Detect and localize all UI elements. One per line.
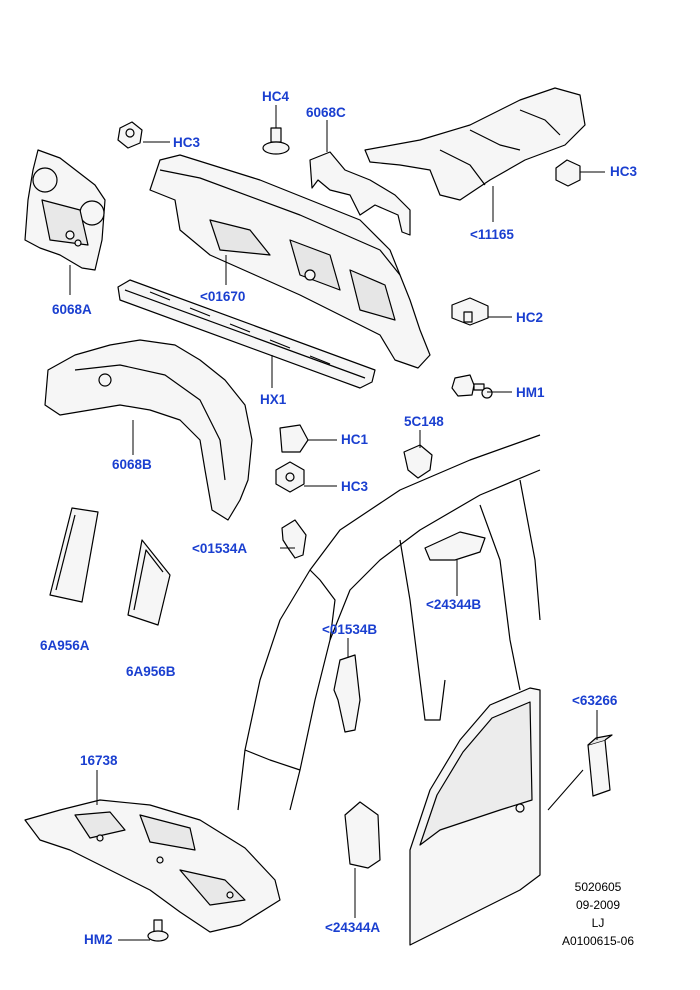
callout-11165[interactable]: <11165 <box>470 227 514 242</box>
part-hc3-top[interactable] <box>117 121 143 149</box>
callout-hc4[interactable]: HC4 <box>262 89 290 104</box>
part-hc2[interactable] <box>451 297 489 326</box>
part-hc1[interactable] <box>279 424 309 453</box>
callout-6a956a[interactable]: 6A956A <box>40 638 90 653</box>
callout-hc1[interactable]: HC1 <box>341 432 369 447</box>
part-hc4[interactable] <box>262 127 290 155</box>
callout-hc3-top[interactable]: HC3 <box>173 135 201 150</box>
part-24344a[interactable] <box>344 801 381 869</box>
callout-hc3-right[interactable]: HC3 <box>610 164 638 179</box>
part-6068a[interactable] <box>24 149 106 271</box>
callout-16738[interactable]: 16738 <box>80 753 118 768</box>
diagram-reference: A0100615-06 <box>561 934 635 948</box>
callout-24344a[interactable]: <24344A <box>325 920 381 935</box>
part-body-side <box>237 434 541 811</box>
part-6068b[interactable] <box>44 339 253 521</box>
part-5c148[interactable] <box>403 444 433 479</box>
callout-6068a[interactable]: 6068A <box>52 302 92 317</box>
part-hc3-mid[interactable] <box>275 461 305 493</box>
part-door <box>409 687 541 946</box>
part-hc3-right[interactable] <box>555 159 581 187</box>
part-hm1[interactable] <box>451 374 493 399</box>
callout-hm1[interactable]: HM1 <box>516 385 545 400</box>
callout-hc3-mid[interactable]: HC3 <box>341 479 369 494</box>
leader-lines <box>69 105 605 941</box>
callout-5c148[interactable]: 5C148 <box>404 414 444 429</box>
diagram-date: 09-2009 <box>575 898 621 912</box>
callout-6068b[interactable]: 6068B <box>112 457 152 472</box>
diagram-model: LJ <box>591 916 605 930</box>
callout-01534b[interactable]: <01534B <box>322 622 378 637</box>
callout-hm2[interactable]: HM2 <box>84 932 113 947</box>
part-63266[interactable] <box>587 734 613 797</box>
part-hx1[interactable] <box>117 279 376 389</box>
part-6a956b[interactable] <box>127 539 171 626</box>
part-hm2[interactable] <box>147 919 169 942</box>
callout-6a956b[interactable]: 6A956B <box>126 664 176 679</box>
part-6a956a[interactable] <box>49 507 99 603</box>
callout-hc2[interactable]: HC2 <box>516 310 544 325</box>
callout-63266[interactable]: <63266 <box>572 693 618 708</box>
part-01670[interactable] <box>149 154 431 369</box>
callout-01534a[interactable]: <01534A <box>192 541 248 556</box>
callout-24344b[interactable]: <24344B <box>426 597 482 612</box>
part-16738[interactable] <box>24 799 281 933</box>
part-6068c[interactable] <box>309 151 411 236</box>
part-24344b[interactable] <box>424 531 486 561</box>
callout-6068c[interactable]: 6068C <box>306 105 346 120</box>
part-01534a[interactable] <box>281 519 307 559</box>
callout-01670[interactable]: <01670 <box>200 289 246 304</box>
callout-hx1[interactable]: HX1 <box>260 392 287 407</box>
part-01534b[interactable] <box>333 654 361 733</box>
part-11165[interactable] <box>364 87 586 201</box>
diagram-number: 5020605 <box>574 880 622 894</box>
